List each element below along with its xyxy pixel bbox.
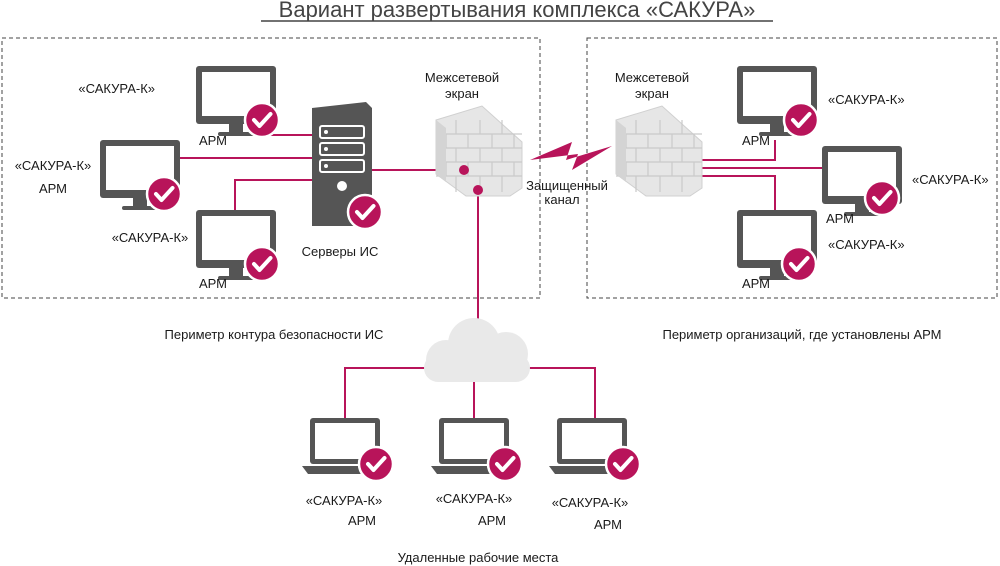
arm-label: АРМ [199,133,227,148]
client-label: «САКУРА-К» [436,491,513,506]
laptop-icon [302,418,395,483]
monitor-icon [822,146,902,217]
client-label: «САКУРА-К» [15,158,92,173]
is-perimeter-box [1,37,541,299]
arm-label: АРМ [826,211,854,226]
lightning-icon [530,142,612,170]
page-title: Вариант развертывания комплекса «САКУРА» [279,0,756,22]
monitor-icon [196,210,281,283]
monitor-icon [737,210,818,283]
server-icon [312,102,372,226]
remote-network-lines [344,367,596,420]
org-perimeter-caption: Периметр организаций, где установлены АР… [662,327,941,342]
right-network-lines [700,140,822,210]
client-label: «САКУРА-К» [552,495,629,510]
firewall-icon [435,105,523,197]
client-label: «САКУРА-К» [112,230,189,245]
laptop-icon [549,418,642,483]
firewall-label-line2: экран [635,86,669,101]
arm-label: АРМ [478,513,506,528]
monitor-icon [100,140,183,213]
channel-label-line2: канал [544,192,579,207]
cloud-icon [424,318,530,382]
channel-label-line1: Защищенный [526,178,608,193]
laptop-icon [431,418,524,483]
arm-label: АРМ [594,517,622,532]
firewall-label-line1: Межсетевой [425,70,499,85]
client-label: «САКУРА-К» [306,493,383,508]
client-label: «САКУРА-К» [912,172,989,187]
firewall-label-line2: экран [445,86,479,101]
monitor-icon [737,66,820,139]
check-badge-icon [346,193,384,231]
arm-label: АРМ [742,276,770,291]
firewall-icon [615,105,703,197]
arm-label: АРМ [39,181,67,196]
arm-label: АРМ [199,276,227,291]
client-label: «САКУРА-К» [78,81,155,96]
remote-caption: Удаленные рабочие места [398,550,560,565]
arm-label: АРМ [348,513,376,528]
arm-label: АРМ [742,133,770,148]
client-label: «САКУРА-К» [828,237,905,252]
firewall-label-line1: Межсетевой [615,70,689,85]
servers-label: Серверы ИС [302,244,379,259]
monitor-icon [196,66,281,139]
org-perimeter-box [586,37,998,299]
is-perimeter-caption: Периметр контура безопасности ИС [165,327,384,342]
client-label: «САКУРА-К» [828,92,905,107]
